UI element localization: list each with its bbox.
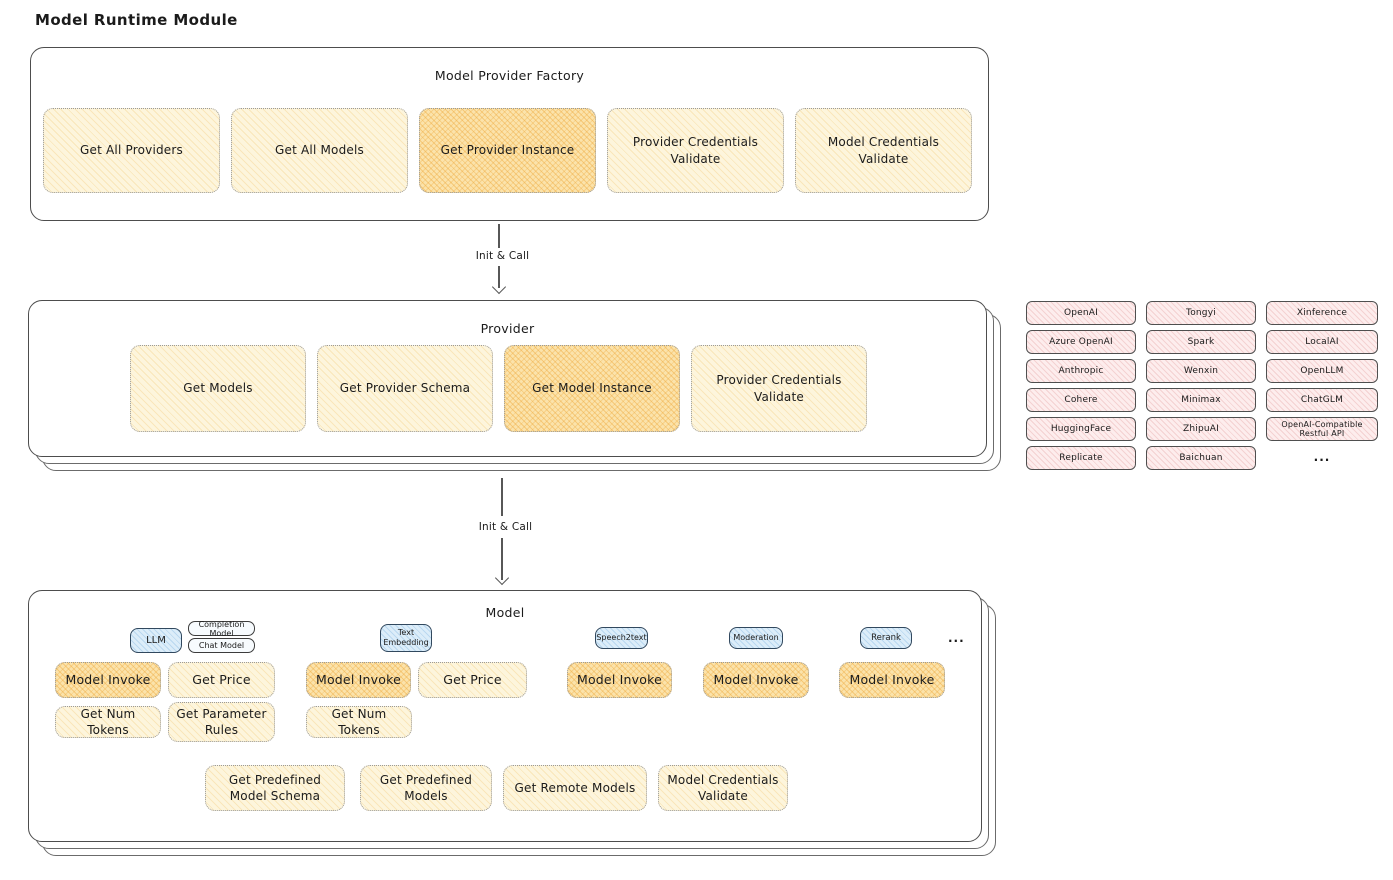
provider-huggingface: HuggingFace: [1026, 417, 1136, 441]
provider-spark: Spark: [1146, 330, 1256, 354]
tag-chat-model: Chat Model: [188, 638, 255, 653]
speech2text-model-invoke: Model Invoke: [567, 662, 672, 698]
moderation-model-invoke: Model Invoke: [703, 662, 809, 698]
common-get-remote-models: Get Remote Models: [503, 765, 647, 811]
arrow-line-bottom-2: [501, 538, 503, 580]
provider-chatglm: ChatGLM: [1266, 388, 1378, 412]
tag-completion-model: Completion Model: [188, 620, 255, 638]
provider-panel-title: Provider: [480, 321, 535, 336]
text-embedding-get-price: Get Price: [418, 662, 527, 698]
provider-openllm: OpenLLM: [1266, 359, 1378, 383]
provider-cohere: Cohere: [1026, 388, 1136, 412]
provider-zhipuai: ZhipuAI: [1146, 417, 1256, 441]
tag-moderation: Moderation: [729, 627, 783, 649]
text-embedding-get-num-tokens: Get Num Tokens: [306, 706, 412, 738]
factory-box-get-provider-instance: Get Provider Instance: [419, 108, 596, 193]
arrow-head-down-icon-2: [494, 570, 510, 586]
llm-model-invoke: Model Invoke: [55, 662, 161, 698]
provider-box-get-models: Get Models: [130, 345, 306, 432]
tag-llm: LLM: [130, 628, 182, 653]
llm-get-price: Get Price: [168, 662, 275, 698]
provider-tongyi: Tongyi: [1146, 301, 1256, 325]
model-tags-ellipsis: ...: [948, 631, 965, 645]
provider-baichuan: Baichuan: [1146, 446, 1256, 470]
model-panel-title: Model: [485, 605, 525, 620]
provider-minimax: Minimax: [1146, 388, 1256, 412]
arrow-line-top-2: [501, 478, 503, 516]
tag-text-embedding: Text Embedding: [380, 624, 432, 652]
provider-wenxin: Wenxin: [1146, 359, 1256, 383]
llm-get-num-tokens: Get Num Tokens: [55, 706, 161, 738]
factory-panel-title: Model Provider Factory: [434, 68, 585, 83]
factory-box-provider-credentials-validate: Provider Credentials Validate: [607, 108, 784, 193]
common-get-predefined-model-schema: Get Predefined Model Schema: [205, 765, 345, 811]
common-model-credentials-validate: Model Credentials Validate: [658, 765, 788, 811]
provider-anthropic: Anthropic: [1026, 359, 1136, 383]
provider-box-get-provider-schema: Get Provider Schema: [317, 345, 493, 432]
provider-openai: OpenAI: [1026, 301, 1136, 325]
factory-box-get-all-providers: Get All Providers: [43, 108, 220, 193]
arrow-line-bottom-1: [498, 266, 500, 288]
provider-list-ellipsis: ...: [1313, 450, 1331, 464]
provider-box-get-model-instance: Get Model Instance: [504, 345, 680, 432]
page-title: Model Runtime Module: [35, 11, 238, 29]
provider-box-provider-credentials-validate: Provider Credentials Validate: [691, 345, 867, 432]
provider-azure-openai: Azure OpenAI: [1026, 330, 1136, 354]
arrow-head-down-icon-1: [491, 279, 507, 295]
llm-get-parameter-rules: Get Parameter Rules: [168, 702, 275, 742]
arrow-init-call-label-2: Init & Call: [465, 521, 546, 533]
arrow-line-top-1: [498, 224, 500, 248]
tag-speech2text: Speech2text: [595, 627, 648, 649]
text-embedding-model-invoke: Model Invoke: [306, 662, 411, 698]
arrow-init-call-label-1: Init & Call: [462, 250, 543, 262]
provider-xinference: Xinference: [1266, 301, 1378, 325]
common-get-predefined-models: Get Predefined Models: [360, 765, 492, 811]
factory-box-model-credentials-validate: Model Credentials Validate: [795, 108, 972, 193]
factory-box-get-all-models: Get All Models: [231, 108, 408, 193]
provider-localai: LocalAI: [1266, 330, 1378, 354]
provider-openai-compatible-restful-api: OpenAI-Compatible Restful API: [1266, 417, 1378, 441]
provider-replicate: Replicate: [1026, 446, 1136, 470]
rerank-model-invoke: Model Invoke: [839, 662, 945, 698]
tag-rerank: Rerank: [860, 627, 912, 649]
